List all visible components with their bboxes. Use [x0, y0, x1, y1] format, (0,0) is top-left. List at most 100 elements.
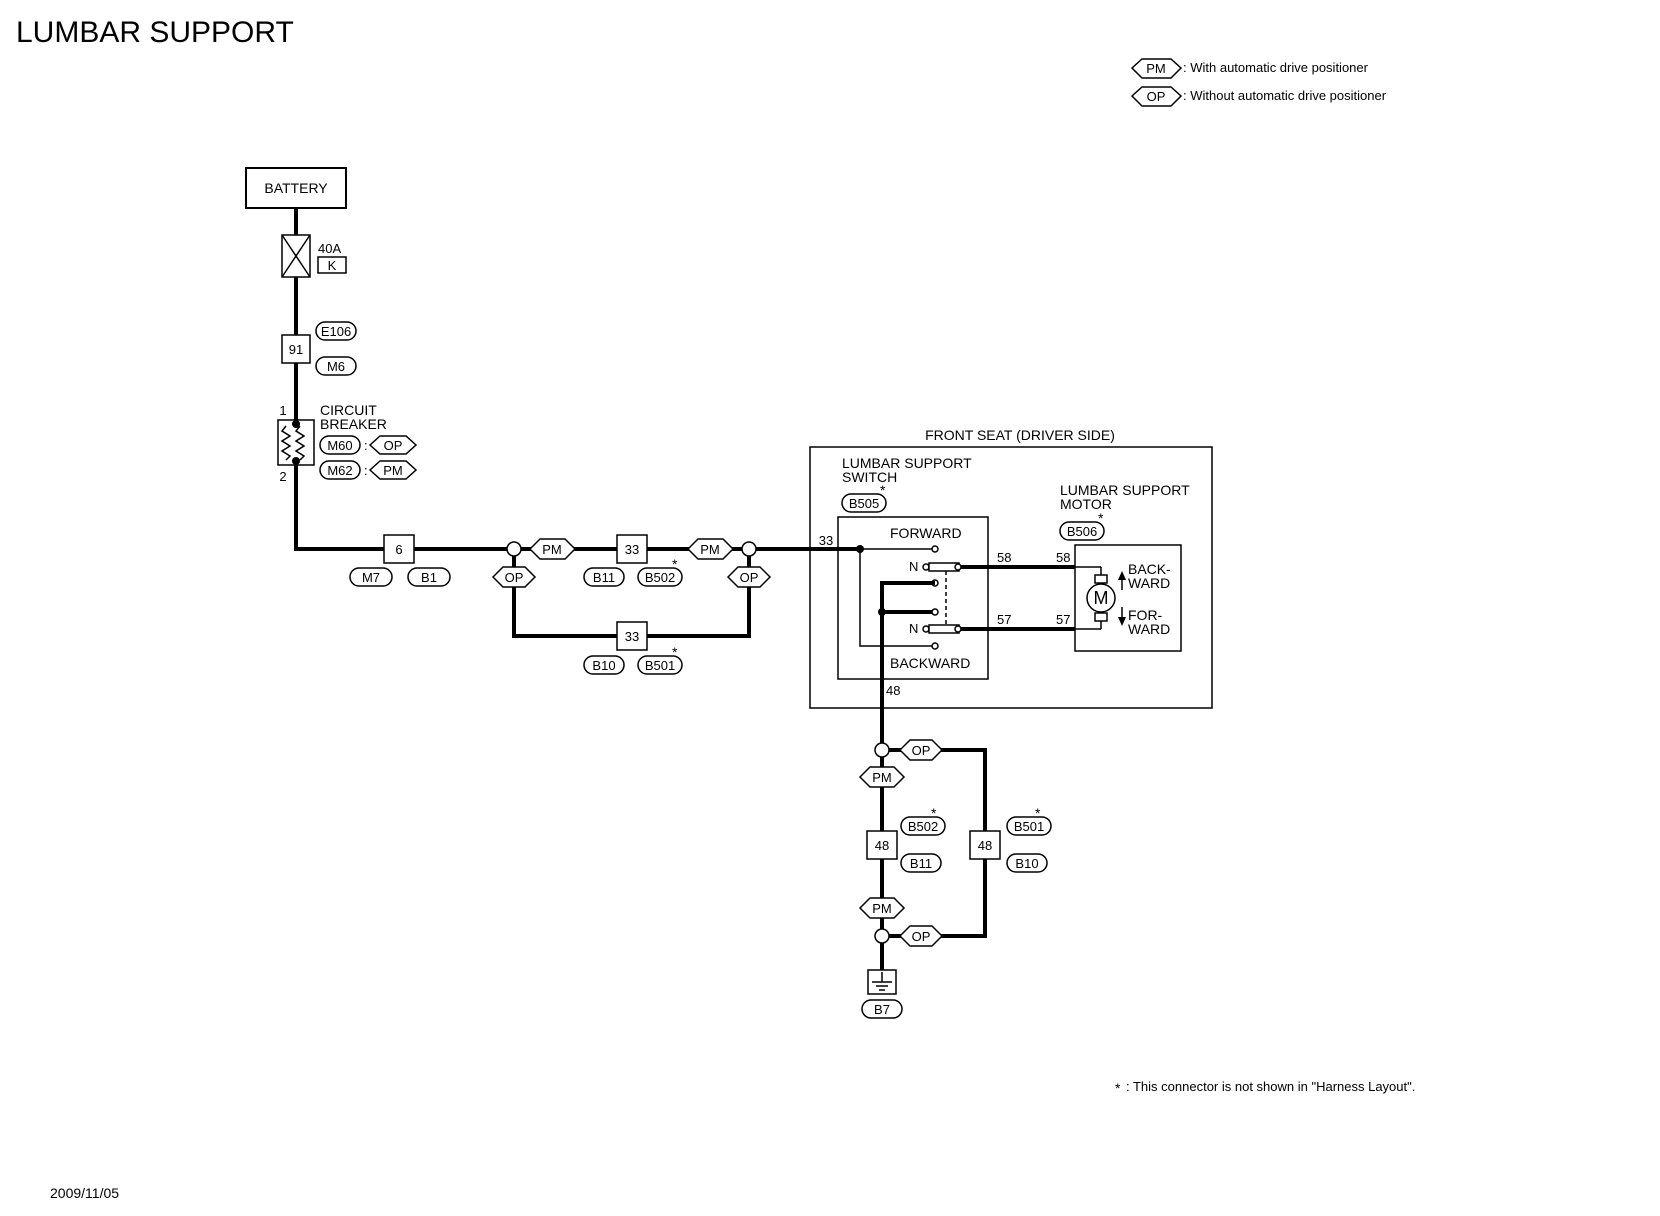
- switch-pin-57: 57: [997, 612, 1011, 627]
- fuse-letter: K: [328, 258, 337, 273]
- footnote-text: : This connector is not shown in "Harnes…: [1126, 1079, 1415, 1094]
- star-b505: *: [880, 482, 886, 498]
- lumbar-motor-box: [1074, 544, 1182, 652]
- connector-b10-upper: B10: [592, 658, 615, 673]
- legend-pm-text: : With automatic drive positioner: [1183, 60, 1369, 75]
- connector-33-pm-box: [616, 534, 648, 564]
- connector-33-pm-pin: 33: [625, 542, 639, 557]
- star-b502-lower: *: [931, 805, 937, 821]
- footnote-star: *: [1115, 1080, 1121, 1096]
- switch-label-2: SWITCH: [842, 469, 897, 485]
- switch-pin-48: 48: [886, 683, 900, 698]
- connector-b501-upper: B501: [645, 658, 675, 673]
- op-tag-lower-left: OP: [505, 570, 524, 585]
- date-stamp: 2009/11/05: [50, 1185, 119, 1201]
- front-seat-label: FRONT SEAT (DRIVER SIDE): [925, 427, 1115, 443]
- pm-tag-48-top: PM: [872, 770, 892, 785]
- motor-pin-57: 57: [1056, 612, 1070, 627]
- connector-6-pin: 6: [395, 542, 402, 557]
- breaker-pin-1: 1: [279, 403, 286, 418]
- breaker-colon-2: :: [364, 463, 368, 478]
- motor-backward-1: BACK-: [1128, 561, 1171, 577]
- connector-91-pin: 91: [289, 342, 303, 357]
- connector-33-op-box: [616, 621, 648, 651]
- motor-symbol: M: [1094, 588, 1109, 608]
- connector-m62: M62: [327, 463, 352, 478]
- breaker-op-tag: OP: [384, 438, 403, 453]
- star-b501-upper: *: [672, 644, 678, 660]
- connector-91-box: [281, 334, 311, 364]
- connector-b7: B7: [874, 1002, 890, 1017]
- connector-33-op-pin: 33: [625, 629, 639, 644]
- split-right: [741, 541, 757, 557]
- breaker-label-1: CIRCUIT: [320, 402, 377, 418]
- switch-pin-58: 58: [997, 550, 1011, 565]
- switch-backward: BACKWARD: [890, 655, 970, 671]
- connector-48-pm-box: [866, 830, 898, 860]
- connector-m6: M6: [327, 359, 345, 374]
- legend-pm-tag: PM: [1146, 61, 1166, 76]
- switch-n-lower: N: [909, 621, 918, 636]
- breaker-pin-2: 2: [279, 469, 286, 484]
- switch-pin-33: 33: [819, 533, 833, 548]
- connector-b506: B506: [1067, 524, 1097, 539]
- legend-pm-tag-shape: [1130, 58, 1183, 79]
- motor-pin-58: 58: [1056, 550, 1070, 565]
- connector-b11-lower: B11: [910, 856, 932, 871]
- pm-tag-upper-left: PM: [542, 542, 562, 557]
- page-title: LUMBAR SUPPORT: [16, 16, 294, 49]
- ground-icon: [867, 969, 897, 995]
- connector-b502-upper: B502: [645, 570, 675, 585]
- motor-forward-2: WARD: [1128, 621, 1170, 637]
- connector-48-pm-pin: 48: [875, 838, 889, 853]
- legend-op-tag-shape: [1130, 86, 1183, 107]
- split-48-bottom: [874, 928, 890, 944]
- motor-forward-1: FOR-: [1128, 607, 1163, 623]
- connector-48-op-box: [969, 830, 1001, 860]
- battery-label: BATTERY: [264, 180, 328, 196]
- wire-switch-48-internal: [880, 581, 935, 710]
- breaker-colon-1: :: [364, 438, 368, 453]
- connector-b501-lower: B501: [1014, 819, 1044, 834]
- breaker-label-2: BREAKER: [320, 416, 387, 432]
- fuse-rating: 40A: [318, 241, 341, 256]
- op-tag-48-bottom: OP: [912, 929, 931, 944]
- connector-48-op-pin: 48: [978, 838, 992, 853]
- op-tag-lower-right: OP: [740, 570, 759, 585]
- connector-b1: B1: [421, 570, 437, 585]
- pm-tag-upper-right: PM: [700, 542, 720, 557]
- switch-n-upper: N: [909, 559, 918, 574]
- motor-backward-2: WARD: [1128, 575, 1170, 591]
- connector-e106: E106: [321, 324, 351, 339]
- split-left: [506, 541, 522, 557]
- connector-m7: M7: [362, 570, 380, 585]
- legend-op-text: : Without automatic drive positioner: [1183, 88, 1387, 103]
- star-b502-upper: *: [672, 556, 678, 572]
- connector-6-box: [383, 534, 415, 564]
- switch-label-1: LUMBAR SUPPORT: [842, 455, 972, 471]
- connector-m60: M60: [327, 438, 352, 453]
- connector-b10-lower: B10: [1015, 856, 1038, 871]
- connector-b505: B505: [849, 496, 879, 511]
- motor-label-1: LUMBAR SUPPORT: [1060, 482, 1190, 498]
- connector-b502-lower: B502: [908, 819, 938, 834]
- star-b506: *: [1098, 510, 1104, 526]
- star-b501-lower: *: [1035, 805, 1041, 821]
- connector-b11-upper: B11: [593, 570, 615, 585]
- battery-box: [245, 167, 347, 209]
- breaker-pm-tag: PM: [383, 463, 403, 478]
- motor-label-2: MOTOR: [1060, 496, 1112, 512]
- circuit-breaker-symbol: [277, 419, 315, 466]
- arrow-down-icon: [1118, 617, 1126, 626]
- pm-tag-48-bottom: PM: [872, 901, 892, 916]
- wire-breaker-to-6: [294, 465, 384, 551]
- motor-symbol-circle: [1086, 583, 1116, 613]
- lumbar-switch-box: [837, 516, 989, 680]
- front-seat-box: [809, 446, 1213, 709]
- switch-forward: FORWARD: [890, 525, 962, 541]
- op-tag-48-top: OP: [912, 743, 931, 758]
- legend-op-tag: OP: [1147, 89, 1166, 104]
- legend: PM : With automatic drive positioner OP …: [1130, 58, 1387, 107]
- split-48-top: [874, 742, 890, 758]
